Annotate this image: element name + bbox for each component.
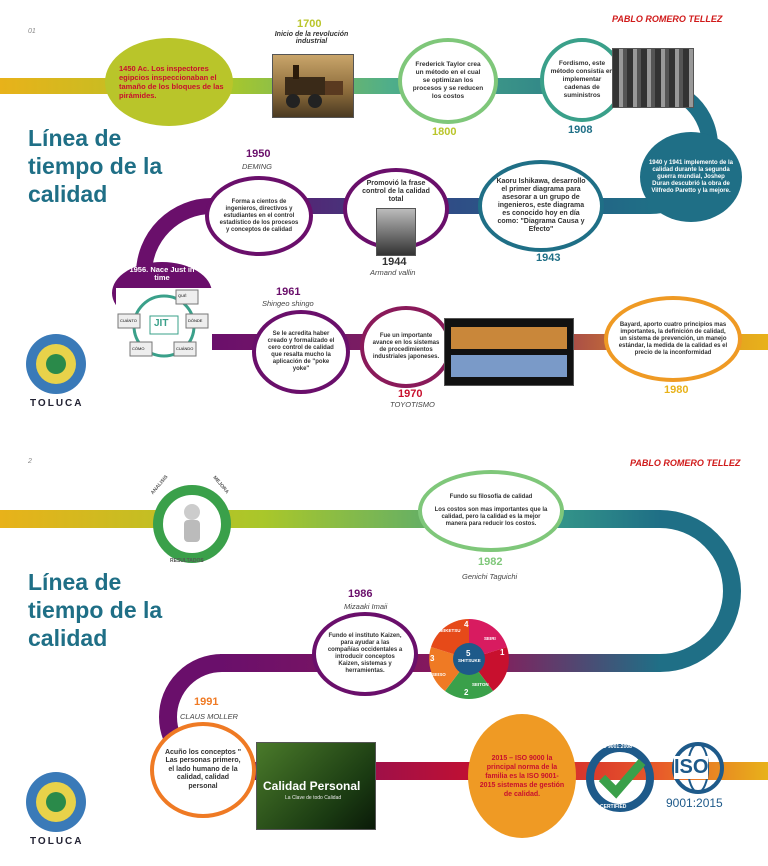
event-1943: Kaoru Ishikawa, desarrollo el primer dia… xyxy=(478,160,604,252)
event-2015-text: 2015 – ISO 9000 la principal norma de la… xyxy=(479,754,565,798)
event-1950-name: DEMING xyxy=(242,162,272,171)
toluca-label-1: TOLUCA xyxy=(30,398,84,409)
page-number: 01 xyxy=(28,28,36,35)
event-1986: Fundo el instituto Kaizen, para ayudar a… xyxy=(312,612,418,696)
photo-subtitle: La Clave de todo Calidad xyxy=(285,795,342,801)
iso-badge-text: ISO 9001:2008 xyxy=(598,744,632,750)
iso-9001-logo: ISO 9001:2015 xyxy=(660,742,736,812)
event-1970-year: 1970 xyxy=(398,388,423,400)
page-title: Línea de tiempo de la calidad xyxy=(28,569,163,651)
jit-label-cuando: CUÁNDO xyxy=(176,346,194,351)
jit-diagram: JIT QUÉ DÓNDE CUÁNDO CUÁNTO CÓMO xyxy=(116,288,212,366)
event-2015: 2015 – ISO 9000 la principal norma de la… xyxy=(468,714,576,838)
jit-label-donde: DÓNDE xyxy=(188,318,203,323)
event-1940-text: 1940 y 1941 implemento de la calidad dur… xyxy=(648,159,734,194)
seal-icon xyxy=(26,334,86,394)
event-1908-year: 1908 xyxy=(568,124,593,136)
event-1800-year: 1800 xyxy=(432,126,457,138)
event-1991-text: Acuño los conceptos " Las personas prime… xyxy=(164,748,242,790)
jit-label-como: CÓMO xyxy=(132,346,145,351)
event-1982: Fundo su filosofía de calidad Los costos… xyxy=(418,470,564,552)
cycle-icon xyxy=(153,485,231,563)
five-s-diagram: SEIRI SEITON SEISO SEIKETSU SHITSUKE 1 2… xyxy=(424,614,514,704)
event-1986-text: Fundo el instituto Kaizen, para ayudar a… xyxy=(327,633,403,674)
iso-certified-badge: ISO 9001:2008 CERTIFIED xyxy=(584,742,656,814)
page-number: 2 xyxy=(28,458,32,465)
event-1956-text: 1956. Nace Just in time xyxy=(129,265,195,282)
event-1700-year: 1700 xyxy=(297,18,322,30)
improvement-cycle: ANALISIS MEJORA RESULTADOS xyxy=(144,474,240,570)
event-1950-text: Forma a cientos de ingenieros, directivo… xyxy=(219,198,299,233)
event-1980-year: 1980 xyxy=(664,384,689,396)
event-1450-text: 1450 Ac. Los inspectores egipcios inspec… xyxy=(119,64,224,100)
event-1800: Frederick Taylor crea un método en el cu… xyxy=(398,38,498,124)
seal-icon xyxy=(26,772,86,832)
event-1982-text2: Los costos son mas importantes que la ca… xyxy=(434,507,548,527)
event-1950-year: 1950 xyxy=(246,148,271,160)
five-s-num-5: 5 xyxy=(466,649,471,658)
event-1943-year: 1943 xyxy=(536,252,561,264)
event-1450: 1450 Ac. Los inspectores egipcios inspec… xyxy=(105,38,233,126)
jit-center: JIT xyxy=(154,318,169,329)
event-1980: Bayard, aporto cuatro principios mas imp… xyxy=(604,296,742,382)
page-title: Línea de tiempo de la calidad xyxy=(28,125,163,207)
photo-title: Calidad Personal xyxy=(263,779,361,793)
event-1950: Forma a cientos de ingenieros, directivo… xyxy=(205,176,313,256)
event-1700-caption: Inicio de la revolución industrial xyxy=(274,31,349,45)
event-1944-year: 1944 xyxy=(382,256,407,268)
event-1944-name: Armand vallin xyxy=(370,268,416,277)
event-1991-year: 1991 xyxy=(194,696,219,708)
event-1970-name: TOYOTISMO xyxy=(390,400,435,409)
checkmark-badge-icon xyxy=(586,744,654,812)
toyotismo-photo xyxy=(444,318,574,386)
event-1982-text1: Fundo su filosofía de calidad xyxy=(449,494,533,500)
jit-circle-icon xyxy=(117,289,209,358)
event-1986-year: 1986 xyxy=(348,588,373,600)
cycle-word-resultados: RESULTADOS xyxy=(170,558,204,564)
event-1991-name: CLAUS MOLLER xyxy=(180,712,238,721)
five-s-seiri: SEIRI xyxy=(484,636,496,641)
event-1980-text: Bayard, aporto cuatro principios mas imp… xyxy=(618,321,728,356)
five-s-seiketsu: SEIKETSU xyxy=(438,628,461,633)
iso-logo-text: ISO xyxy=(674,756,709,779)
five-s-shitsuke: SHITSUKE xyxy=(458,658,481,663)
event-1982-name: Genichi Taguichi xyxy=(462,572,518,581)
toluca-label-2: TOLUCA xyxy=(30,836,84,847)
calidad-personal-photo: Calidad Personal La Clave de todo Calida… xyxy=(256,742,376,830)
five-s-num-3: 3 xyxy=(430,654,435,663)
event-1943-text: Kaoru Ishikawa, desarrollo el primer dia… xyxy=(496,178,586,233)
toluca-logo-1 xyxy=(24,330,88,402)
five-s-num-1: 1 xyxy=(500,648,505,657)
event-1982-year: 1982 xyxy=(478,556,503,568)
locomotive-icon xyxy=(285,65,343,108)
train-photo xyxy=(272,54,354,118)
event-1800-text: Frederick Taylor crea un método en el cu… xyxy=(412,61,484,100)
toluca-logo-2 xyxy=(24,768,88,840)
five-s-num-2: 2 xyxy=(464,688,469,697)
five-s-num-4: 4 xyxy=(464,620,469,629)
event-1961-year: 1961 xyxy=(276,286,301,298)
event-1970-text: Fue un importante avance en los sistemas… xyxy=(372,333,440,360)
armand-photo xyxy=(376,208,416,256)
factory-photo xyxy=(612,48,694,108)
event-1970: Fue un importante avance en los sistemas… xyxy=(360,306,452,388)
iso-number: 9001:2015 xyxy=(666,796,723,810)
five-s-seiton: SEITON xyxy=(472,682,489,687)
event-1961-name: Shingeo shingo xyxy=(262,299,314,308)
event-1991: Acuño los conceptos " Las personas prime… xyxy=(150,722,256,818)
iso-certified-text: CERTIFIED xyxy=(600,804,627,810)
jit-label-cuanto: CUÁNTO xyxy=(120,318,137,323)
event-1944-text: Promovió la frase control de la calidad … xyxy=(362,180,430,203)
author-name: PABLO ROMERO TELLEZ xyxy=(612,14,723,24)
production-icons xyxy=(451,327,567,377)
event-1961: Se le acredita haber creado y formalizad… xyxy=(252,310,350,394)
jit-label-que: QUÉ xyxy=(178,293,187,298)
event-1908-text: Fordismo, este método consistía en imple… xyxy=(550,60,614,99)
five-s-wheel-icon xyxy=(429,619,509,699)
author-name: PABLO ROMERO TELLEZ xyxy=(630,458,741,468)
five-s-seiso: SEISO xyxy=(432,672,446,677)
event-1986-name: Mizaaki Imaii xyxy=(344,602,388,611)
event-1961-text: Se le acredita haber creado y formalizad… xyxy=(267,331,335,372)
event-1940: 1940 y 1941 implemento de la calidad dur… xyxy=(640,132,742,222)
